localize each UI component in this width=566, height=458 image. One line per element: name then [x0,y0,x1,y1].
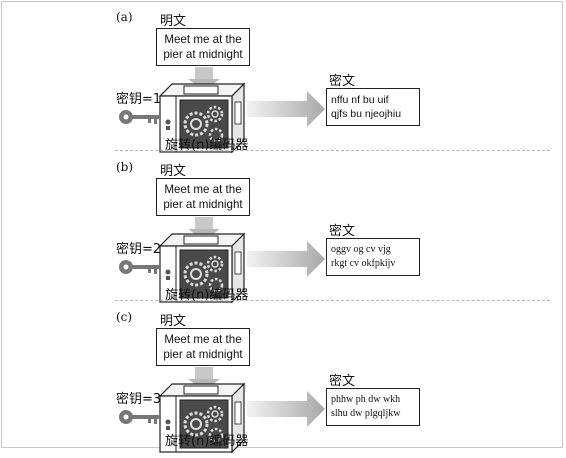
plaintext-label: 明文 [160,314,187,329]
panel-letter: (c) [116,310,133,324]
arrow-right-icon [247,391,325,427]
ciphertext-label: 密文 [329,374,356,389]
panel-c: (c) 明文 Meet me at the pier at midnight [0,308,566,458]
ciphertext-line: oggv og cv vjg [331,244,391,255]
machine-label: 旋转(n)编码器 [165,288,249,303]
plaintext-line: Meet me at the [164,33,242,46]
plaintext-line: Meet me at the [164,183,242,196]
ciphertext-box: oggv og cv vjg rkgt cv okfpkijv [326,238,420,276]
plaintext-line: pier at midnight [163,348,243,361]
key-icon [119,410,161,424]
panel-letter: (a) [116,10,133,24]
arrow-right-icon [247,241,325,277]
machine-label: 旋转(n)编码器 [165,434,249,449]
key-icon [119,110,161,124]
plaintext-line: pier at midnight [163,48,243,61]
panel-art [119,367,325,454]
ciphertext-line: nffu nf bu uif [331,94,389,106]
figure-frame [1,1,563,448]
plaintext-box: Meet me at the pier at midnight [156,28,250,66]
ciphertext-line: qjfs bu njeojhiu [331,108,402,120]
panel-a: (a) 明文 Meet me at the pier at midnight [0,8,566,158]
panel-letter: (b) [116,160,134,174]
panel-art [119,67,325,154]
key-label: 密钥=3 [116,392,162,407]
ciphertext-line: slhu dw plgqljkw [331,408,401,419]
ciphertext-label: 密文 [329,74,356,89]
ciphertext-line: phhw ph dw wkh [331,394,401,405]
key-icon [119,260,161,274]
machine-label: 旋转(n)编码器 [165,138,249,153]
gear-box-icon [158,82,246,154]
plaintext-line: pier at midnight [163,198,243,211]
ciphertext-label: 密文 [329,224,356,239]
panel-b: (b) 明文 Meet me at the pier at midnight [0,158,566,308]
ciphertext-line: rkgt cv okfpkijv [331,258,396,269]
divider [115,150,550,151]
key-label: 密钥=2 [116,242,162,257]
arrow-right-icon [247,91,325,127]
plaintext-box: Meet me at the pier at midnight [156,178,250,216]
key-label: 密钥=1 [116,92,162,107]
plaintext-label: 明文 [160,164,187,179]
divider [115,300,550,301]
plaintext-box: Meet me at the pier at midnight [156,328,250,366]
gear-box-icon [158,382,246,454]
ciphertext-box: nffu nf bu uif qjfs bu njeojhiu [326,88,420,126]
ciphertext-box: phhw ph dw wkh slhu dw plgqljkw [326,388,420,426]
plaintext-line: Meet me at the [164,333,242,346]
gear-box-icon [158,232,246,304]
plaintext-label: 明文 [160,14,187,29]
panel-art [119,217,325,304]
